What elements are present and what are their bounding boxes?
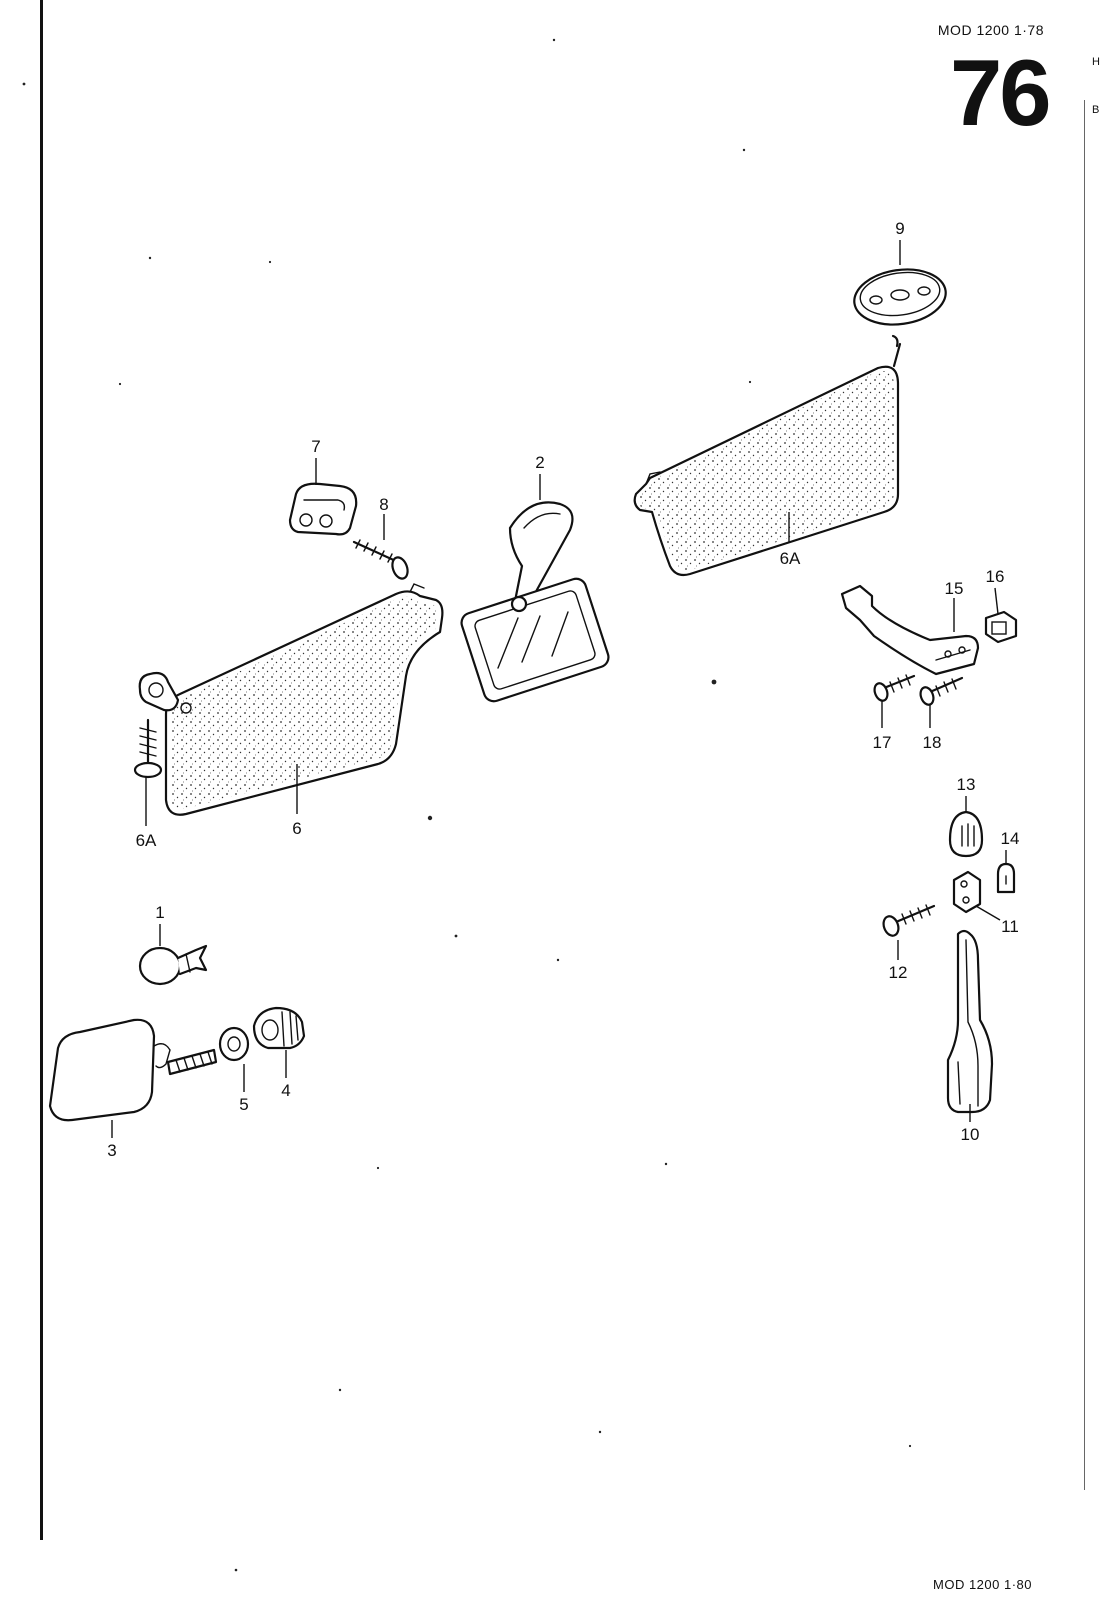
callout-6a: 6A: [780, 549, 801, 568]
binding-line: [40, 0, 43, 1540]
page-number: 76: [950, 40, 1052, 145]
model-code-bottom: MOD 1200 1·80: [933, 1577, 1032, 1592]
part-16-bracket: [840, 584, 980, 676]
callout-7: 6A: [136, 831, 157, 850]
part-3-mirror-glass: [48, 1018, 171, 1122]
callout-11: 10: [961, 1125, 980, 1144]
scan-specks: [22, 38, 912, 1572]
callout-1: 1: [155, 903, 164, 922]
part-9-screw: [352, 539, 409, 580]
callout-3: 3: [107, 1141, 116, 1160]
callout-18: 17: [873, 733, 892, 752]
callout-13: 12: [889, 963, 908, 982]
callout-19: 18: [923, 733, 942, 752]
part-2-rear-view-mirror: [460, 501, 610, 703]
mirror-bolt: [166, 1048, 218, 1076]
callout-16: 15: [945, 579, 964, 598]
part-8-visor-clip: [288, 482, 358, 536]
callout-15: 14: [1001, 829, 1020, 848]
callout-12: 11: [1001, 917, 1019, 936]
callout-5: 5: [239, 1095, 248, 1114]
callout-14: 13: [957, 775, 976, 794]
callout-4: 4: [281, 1081, 290, 1100]
callout-17: 16: [986, 567, 1005, 586]
part-1-push-clip: [138, 944, 208, 986]
part-5-washer: [218, 1026, 250, 1062]
part-10-mounting-plate: [853, 268, 947, 326]
callout-6: 6: [292, 819, 301, 838]
part-7-screw: [133, 718, 163, 779]
callout-2: 2: [535, 453, 544, 472]
part-15-insert: [996, 862, 1016, 894]
leader-lines: [111, 240, 1007, 1138]
part-14-cap: [948, 810, 984, 858]
part-18-screw: [873, 674, 916, 702]
model-code-top: MOD 1200 1·78: [937, 22, 1044, 38]
edge-mark-top: H: [1092, 56, 1100, 68]
callout-10: 9: [895, 219, 904, 238]
callout-8: 7: [311, 437, 320, 456]
part-4-knurled-nut: [252, 1006, 306, 1050]
part-19-screw: [919, 676, 964, 706]
part-6-sun-visor-left: [138, 583, 444, 816]
part-11-grab-handle: [946, 929, 994, 1114]
part-13-screw: [882, 904, 936, 937]
part-6a-sun-visor-right: [633, 334, 902, 577]
callout-9: 8: [379, 495, 388, 514]
part-12-clip: [952, 870, 982, 914]
right-margin-rule: [1084, 100, 1085, 1490]
edge-mark-second: B: [1092, 104, 1100, 116]
callout-labels: 9 2 6A 7 8 6 6A 15 16 17 18 13 14 11 12 …: [107, 219, 1019, 1160]
part-17-clip: [984, 610, 1018, 644]
